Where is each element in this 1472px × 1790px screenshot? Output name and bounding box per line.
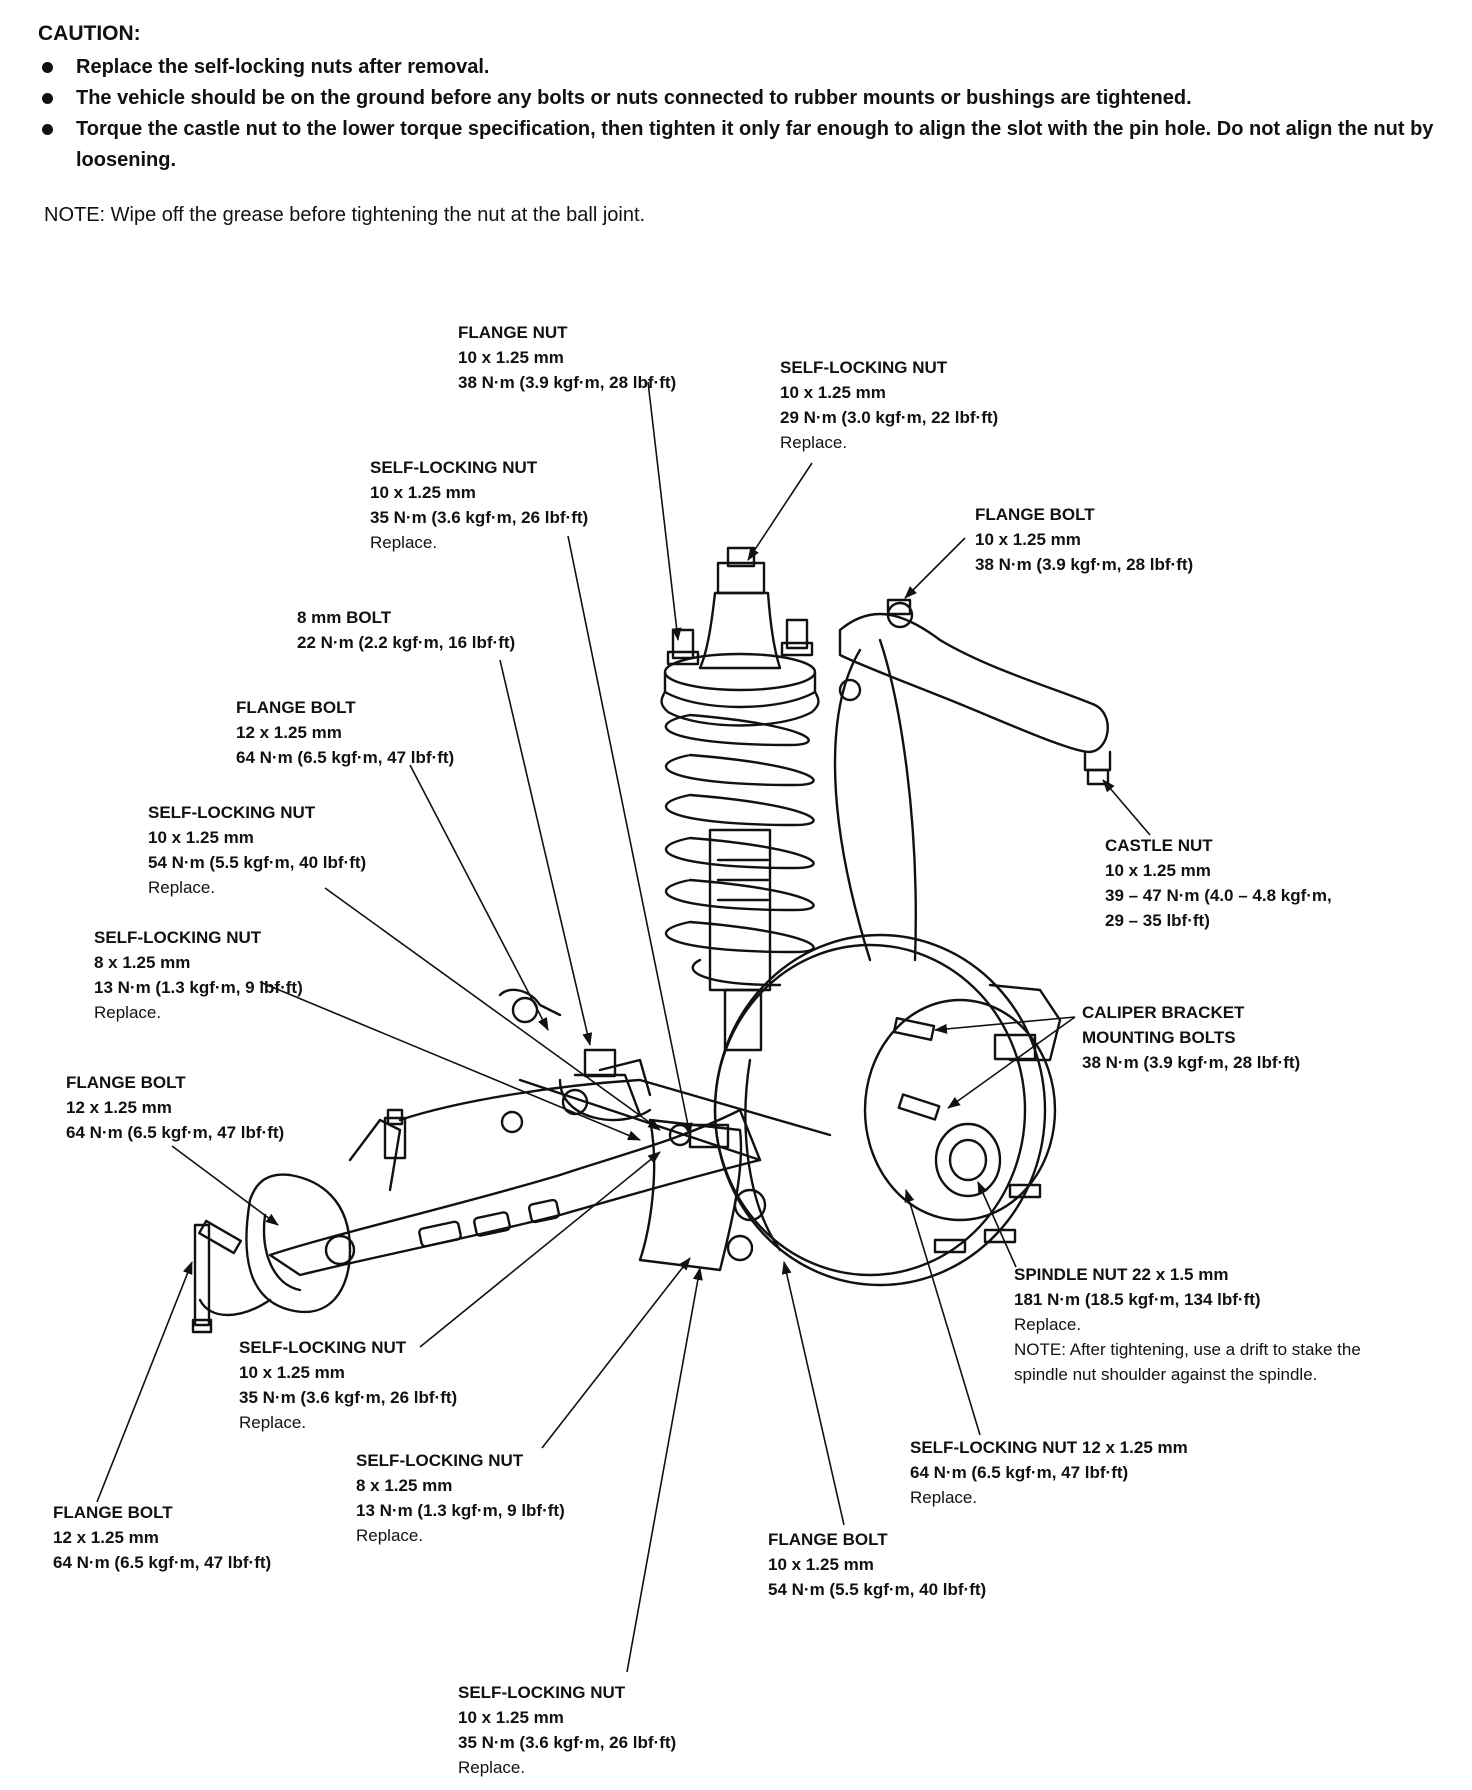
knuckle — [638, 1118, 767, 1272]
brake-disc — [713, 933, 1062, 1287]
callout-flange-bolt-left: FLANGE BOLT 12 x 1.25 mm 64 N·m (6.5 kgf… — [66, 1073, 285, 1142]
caution-item: The vehicle should be on the ground befo… — [38, 83, 1438, 114]
callout-flange-bolt-bottom-left: FLANGE BOLT 12 x 1.25 mm 64 N·m (6.5 kgf… — [53, 1503, 272, 1572]
callout-flange-bolt-bottom-center: FLANGE BOLT 10 x 1.25 mm 54 N·m (5.5 kgf… — [768, 1530, 987, 1599]
upper-arm — [833, 598, 1112, 962]
bullet-icon — [42, 62, 53, 73]
caution-item: Replace the self-locking nuts after remo… — [38, 52, 1438, 83]
callout-self-locking-nut-bottom: SELF-LOCKING NUT 10 x 1.25 mm 35 N·m (3.… — [458, 1683, 677, 1777]
callout-self-locking-nut-54: SELF-LOCKING NUT 10 x 1.25 mm 54 N·m (5.… — [148, 803, 367, 897]
compensator-arm-mount — [191, 1108, 407, 1334]
studs — [892, 1017, 1042, 1254]
callout-self-locking-nut-upper: SELF-LOCKING NUT 10 x 1.25 mm 35 N·m (3.… — [370, 458, 589, 552]
callout-self-locking-nut-center: SELF-LOCKING NUT 10 x 1.25 mm 35 N·m (3.… — [239, 1338, 458, 1432]
callout-castle-nut: CASTLE NUT 10 x 1.25 mm 39 – 47 N·m (4.0… — [1105, 836, 1332, 930]
bullet-icon — [42, 93, 53, 104]
callout-flange-bolt-12-upper: FLANGE BOLT 12 x 1.25 mm 64 N·m (6.5 kgf… — [236, 698, 455, 767]
callout-self-locking-nut-8-center: SELF-LOCKING NUT 8 x 1.25 mm 13 N·m (1.3… — [356, 1451, 565, 1545]
shock-body — [708, 828, 772, 1052]
callout-self-locking-nut-12-right: SELF-LOCKING NUT 12 x 1.25 mm 64 N·m (6.… — [910, 1438, 1188, 1507]
coil-spring — [664, 713, 815, 987]
caution-block: CAUTION: Replace the self-locking nuts a… — [38, 22, 1438, 176]
callout-caliper-bracket-bolts: CALIPER BRACKET MOUNTING BOLTS 38 N·m (3… — [1082, 1003, 1301, 1072]
bullet-icon — [42, 124, 53, 135]
leader-lines — [96, 381, 1151, 1673]
caution-title: CAUTION: — [38, 22, 141, 45]
callout-self-locking-nut-top-right: SELF-LOCKING NUT 10 x 1.25 mm 29 N·m (3.… — [780, 358, 999, 452]
callout-spindle-nut: SPINDLE NUT 22 x 1.5 mm 181 N·m (18.5 kg… — [1014, 1265, 1361, 1384]
callout-flange-bolt-upper-arm: FLANGE BOLT 10 x 1.25 mm 38 N·m (3.9 kgf… — [975, 505, 1194, 574]
shock-upper-mount — [660, 546, 820, 727]
callout-flange-nut-top: FLANGE NUT 10 x 1.25 mm 38 N·m (3.9 kgf·… — [458, 323, 677, 392]
caution-item: Torque the castle nut to the lower torqu… — [38, 114, 1438, 176]
callout-8mm-bolt: 8 mm BOLT 22 N·m (2.2 kgf·m, 16 lbf·ft) — [297, 608, 516, 652]
grease-note: NOTE: Wipe off the grease before tighten… — [44, 204, 646, 226]
callout-self-locking-nut-8-left: SELF-LOCKING NUT 8 x 1.25 mm 13 N·m (1.3… — [94, 928, 303, 1022]
